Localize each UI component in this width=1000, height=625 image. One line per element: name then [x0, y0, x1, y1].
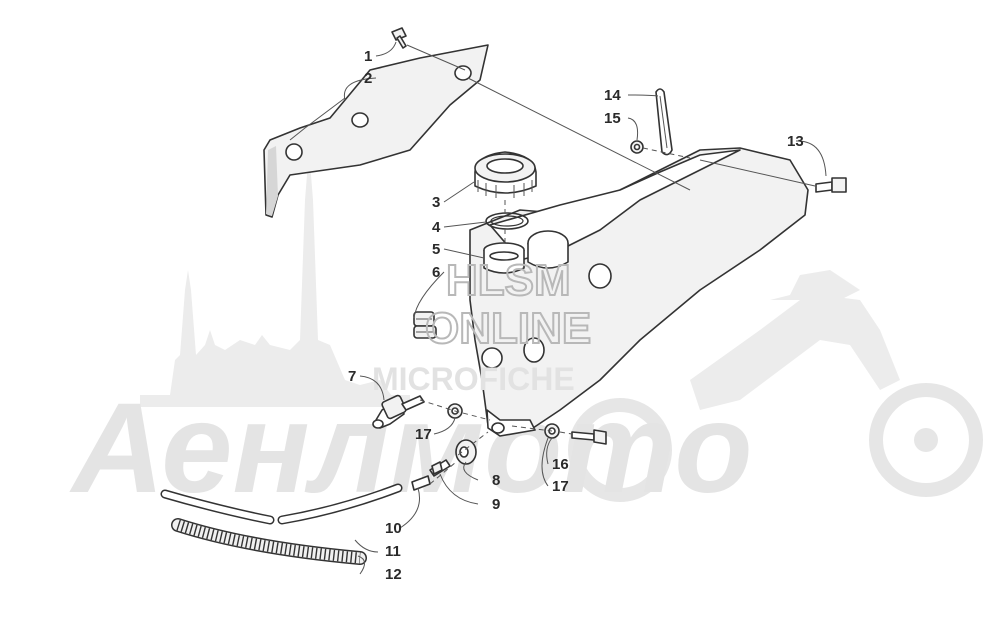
callout-leaders — [343, 41, 827, 575]
callout-17-second: 17 — [552, 478, 569, 495]
callout-13: 13 — [787, 133, 804, 150]
site-watermark-line2: ONLINE — [425, 304, 591, 353]
assembly-lines — [406, 44, 816, 485]
part-15-nut — [630, 140, 644, 154]
part-14-strap — [655, 88, 673, 156]
site-watermark-line3: MICROFICHE — [372, 361, 575, 397]
callout-3: 3 — [432, 194, 440, 211]
callout-4: 4 — [432, 219, 441, 236]
callout-2: 2 — [364, 70, 372, 87]
callout-1: 1 — [364, 48, 372, 65]
part-4-o-ring — [485, 212, 529, 230]
callout-5: 5 — [432, 241, 440, 258]
part-13-bolt — [815, 177, 847, 193]
part-fuel-tank — [469, 147, 809, 437]
callout-7: 7 — [348, 368, 356, 385]
callout-6: 6 — [432, 264, 440, 281]
motorcycle-watermark — [568, 270, 983, 502]
part-7-fuel-valve — [372, 394, 425, 429]
part-1-bolt — [391, 27, 407, 49]
callout-14: 14 — [604, 87, 621, 104]
skyline-watermark — [140, 150, 410, 407]
part-6-clamp — [413, 311, 437, 339]
part-3-fuel-cap — [474, 151, 537, 198]
callout-16: 16 — [552, 456, 569, 473]
callout-10: 10 — [385, 520, 402, 537]
callout-11: 11 — [385, 543, 401, 560]
part-16-bolt — [571, 429, 607, 445]
part-8-grommet — [455, 439, 477, 465]
part-2-shield — [263, 44, 489, 218]
callout-15: 15 — [604, 110, 621, 127]
part-5-filler-neck — [483, 242, 525, 274]
callout-8: 8 — [492, 472, 500, 489]
callout-labels: 1 2 3 4 5 6 7 8 9 10 11 12 13 14 15 16 1… — [348, 48, 804, 583]
site-watermark-line1: HLSM — [446, 256, 571, 305]
callout-12: 12 — [385, 566, 402, 583]
part-12-sleeve — [171, 518, 367, 565]
part-9-fitting — [429, 459, 451, 477]
part-11-fuel-hose — [160, 483, 403, 525]
callout-9: 9 — [492, 496, 500, 513]
callout-17: 17 — [415, 426, 432, 443]
